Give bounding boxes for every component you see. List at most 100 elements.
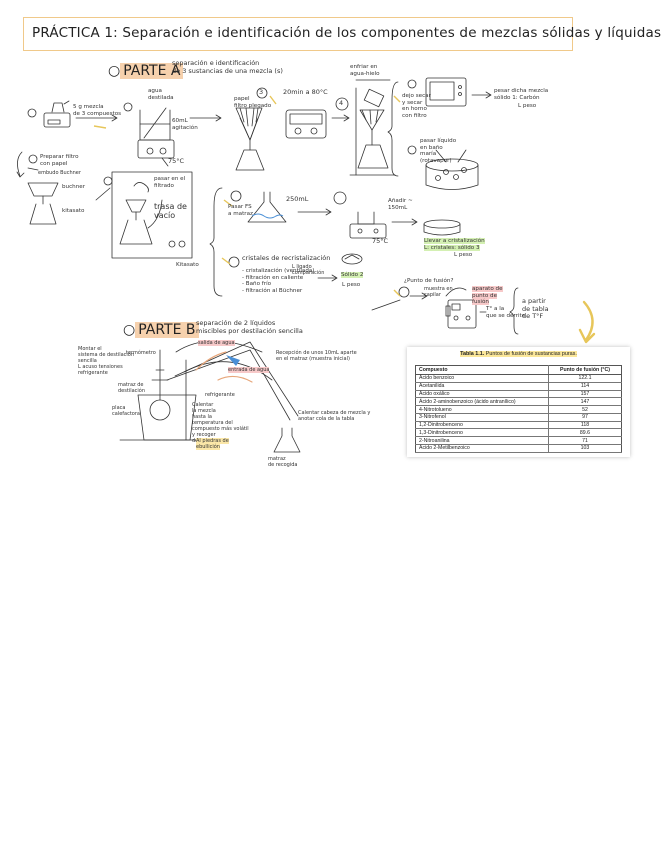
step-4-number: 4 bbox=[339, 99, 344, 107]
embudo-label: buchner bbox=[62, 184, 86, 190]
table-cell-compound: 4-Nitrotolueno bbox=[415, 405, 549, 414]
step-a-label: 5 g mezcla de 3 compuestos bbox=[73, 104, 122, 117]
step-10-red-text: aparato de punto de fusión bbox=[472, 286, 503, 306]
table-cell-value: 103 bbox=[547, 444, 622, 453]
step-5-text: dejo secar y secar en horno con filtro bbox=[402, 93, 431, 119]
table-cell-compound: 1,2-Dinitrobenceno bbox=[415, 421, 549, 430]
step-7-label: Pasar FS a matraz bbox=[228, 204, 253, 217]
distillation-apparatus-icon bbox=[119, 340, 301, 453]
step-10-red: aparato de punto de fusión bbox=[472, 286, 503, 306]
page-title: PRÁCTICA 1: Separación e identificación … bbox=[32, 25, 662, 41]
melting-point-apparatus-icon bbox=[445, 287, 477, 329]
table-cell-compound: Ácido 2-aminobenzoico (ácido antranílico… bbox=[415, 397, 549, 407]
hotplate-icon bbox=[256, 87, 327, 139]
step-8-text: Añadir ~ 150mL bbox=[388, 198, 413, 211]
step-3-number: 3 bbox=[259, 88, 264, 96]
table-caption: Tabla 1.1. Puntos de fusión de sustancia… bbox=[407, 351, 630, 357]
table-cell-value: 147 bbox=[547, 397, 622, 407]
part-b-subtitle: separación de 2 líquidos miscibles por d… bbox=[196, 319, 303, 335]
table-cell-compound: Acetanilida bbox=[415, 382, 549, 391]
table-cell-value: 122.1 bbox=[547, 374, 622, 383]
part-b-note-4: Calentar cabeza de mezcla y anotar cola … bbox=[298, 410, 371, 422]
step-8-temperature: 75°C bbox=[372, 237, 389, 245]
step-10-heading: ¿Punto de fusión? bbox=[404, 278, 454, 284]
table-cell-value: 89.6 bbox=[547, 428, 622, 438]
part-a-heading: ○PARTE A bbox=[108, 63, 184, 79]
part-b-heading-label: PARTE B bbox=[135, 322, 199, 338]
step-2-label: papel filtro plegado bbox=[234, 96, 272, 109]
step-1-label: agua destilada bbox=[148, 88, 174, 101]
kitasato-label: kitasato bbox=[62, 208, 85, 214]
label-refrigerant: refrigerante bbox=[205, 392, 235, 398]
label-thermometer: termómetro bbox=[126, 350, 156, 356]
table-cell-value: 114 bbox=[547, 382, 622, 391]
step-8-result-text: Llevar a cristalización L: cristales: só… bbox=[424, 238, 485, 251]
table-cell-compound: Ácido oxálico bbox=[415, 390, 549, 399]
part-b-note-3: Recepción de unos 10mL aparte en el matr… bbox=[276, 350, 357, 362]
part-a-heading-label: PARTE A bbox=[120, 63, 184, 79]
step-5-result-2: L peso bbox=[518, 103, 537, 109]
step-7-volume: 250mL bbox=[286, 195, 309, 203]
table-header-compound: Compuesto bbox=[415, 365, 549, 375]
vacuum-filtration-icon bbox=[103, 171, 193, 259]
water-bath-icon bbox=[407, 145, 479, 190]
table-grid: Compuesto Punto de fusión (°C) Ácido ben… bbox=[415, 365, 622, 453]
beaker-hotplate-icon bbox=[123, 102, 175, 167]
buchner-funnel-icon bbox=[27, 154, 59, 225]
step-6-text: pasar líquido en baño maría (rotavapor) bbox=[420, 138, 457, 164]
step-5-result-text: pesar dicha mezcla sólido 1: Carbón bbox=[494, 88, 549, 101]
crystallizer-dish-icon bbox=[423, 219, 461, 236]
table-cell-value: 118 bbox=[547, 421, 622, 430]
label-water-out-text: salida de agua bbox=[198, 340, 235, 346]
title-frame bbox=[23, 17, 573, 51]
step-10-range: T° a la que se derrite bbox=[486, 306, 526, 319]
oven-icon bbox=[407, 77, 467, 107]
filtration-stand-icon bbox=[335, 79, 396, 176]
step-b-sub: embudo Buchner bbox=[38, 170, 81, 176]
funnel-filter-icon bbox=[235, 107, 265, 171]
label-water-in-text: entrada de agua bbox=[228, 367, 270, 373]
part-a-subtitle: separación e identificación de 3 sustanc… bbox=[172, 59, 283, 75]
table-cell-compound: Ácido 2-Metilbenzoico bbox=[415, 444, 549, 453]
part-b-heading: ○PARTE B bbox=[123, 322, 199, 338]
erlenmeyer-flask-icon bbox=[230, 190, 287, 223]
step-c-top: pasar en el filtrado bbox=[154, 176, 186, 189]
step-9-tag: L ligado comparación bbox=[292, 264, 325, 276]
table-caption-text: Puntos de fusión de sustancias puras. bbox=[484, 351, 577, 357]
table-cell-compound: 1,3-Dinitrobenceno bbox=[415, 428, 549, 438]
label-boiling-text: Al piedras de ebullición bbox=[196, 438, 229, 450]
step-10-compare: a partir de tabla de T°F bbox=[522, 297, 549, 320]
filter-paper-icon bbox=[341, 253, 363, 265]
table-cell-compound: Ácido benzoico bbox=[415, 374, 549, 383]
table-cell-value: 52 bbox=[547, 405, 622, 414]
step-4-top: enfriar en agua-hielo bbox=[350, 64, 380, 77]
step-1-temperature: 75°C bbox=[168, 157, 185, 165]
step-8-result: Llevar a cristalización L: cristales: só… bbox=[424, 238, 485, 251]
table-cell-value: 97 bbox=[547, 413, 622, 422]
table-caption-prefix: Tabla 1.1. bbox=[460, 351, 485, 357]
step-3-label: 20min a 80°C bbox=[283, 88, 328, 96]
step-9-heading: cristales de recristalización bbox=[242, 254, 331, 262]
table-cell-value: 71 bbox=[547, 436, 622, 446]
label-boiling: Al piedras de ebullición bbox=[196, 438, 229, 450]
melting-point-table: Tabla 1.1. Puntos de fusión de sustancia… bbox=[407, 347, 630, 457]
step-8-result-2: L peso bbox=[454, 252, 473, 258]
label-water-out: salida de agua bbox=[198, 340, 235, 346]
table-row: Ácido 2-aminobenzoico (ácido antranílico… bbox=[415, 397, 622, 407]
table-header-melting-point: Punto de fusión (°C) bbox=[547, 365, 622, 375]
step-9-result-2: L peso bbox=[342, 282, 361, 288]
step-10-note: muestra en capilar bbox=[424, 286, 453, 298]
step-c-bottom: Kitasato bbox=[176, 262, 199, 268]
step-1-volume: 60mL agitación bbox=[172, 118, 198, 131]
step-b-label: Preparar filtro con papel bbox=[40, 154, 79, 167]
table-cell-compound: 2-Nitroanilina bbox=[415, 436, 549, 446]
